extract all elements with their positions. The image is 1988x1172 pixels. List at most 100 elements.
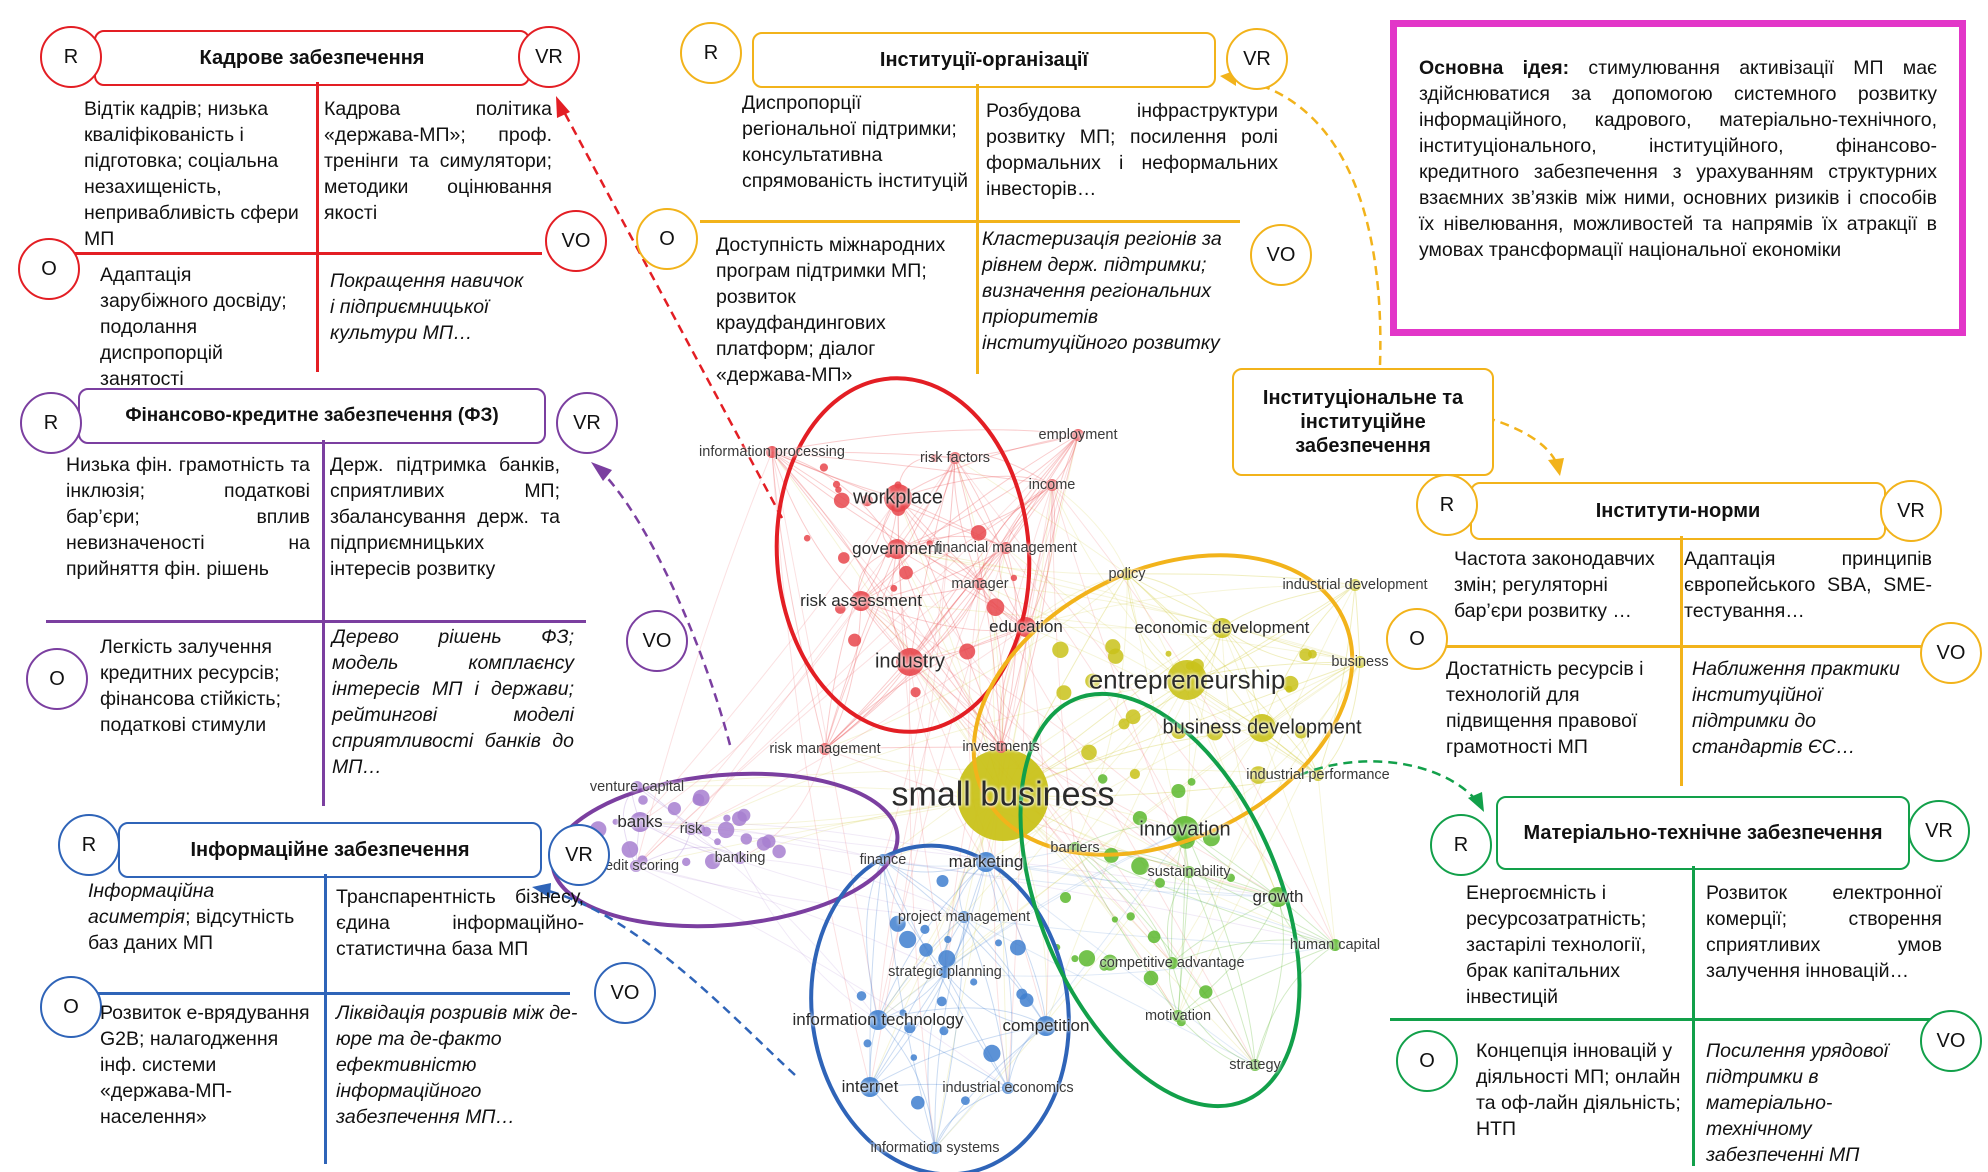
network-edge (934, 727, 1263, 1149)
network-edge (771, 429, 1079, 453)
personnel-r-circle: R (40, 26, 102, 88)
network-node (930, 454, 939, 462)
network-edge (635, 794, 1004, 867)
network-edge (636, 786, 741, 859)
network-edge (927, 971, 946, 1149)
network-edge (771, 451, 956, 459)
keyword-label: employment (1038, 427, 1118, 443)
norms-divider-h (1436, 645, 1944, 648)
norms-r-circle: R (1416, 474, 1478, 536)
yellow-dashed-arrow-top (1231, 76, 1382, 366)
network-edge (882, 859, 965, 918)
network-node (1010, 939, 1026, 956)
norms-vr-circle: VR (1880, 480, 1942, 542)
keyword-node (1183, 866, 1195, 878)
network-edge (979, 583, 1004, 748)
network-node (848, 633, 862, 647)
keyword-node (630, 812, 650, 832)
network-edge (639, 821, 987, 863)
network-edge (1025, 434, 1079, 628)
network-edge (1025, 626, 1223, 629)
network-edge (1074, 847, 1173, 964)
network-edge (1177, 944, 1336, 1017)
network-edge (897, 475, 1053, 499)
network-edge (1051, 484, 1076, 849)
network-node (1016, 988, 1028, 1000)
finance-vr-circle: VR (556, 392, 618, 454)
network-node (1108, 648, 1124, 664)
network-node (838, 552, 850, 564)
keyword-node (887, 539, 907, 559)
network-edge (869, 1025, 1047, 1088)
network-edge (979, 583, 1361, 663)
network-edge (1188, 871, 1336, 946)
keyword-node (1354, 656, 1366, 668)
network-node (899, 1009, 907, 1017)
network-edge (1254, 896, 1284, 1066)
finance-title-box: Фінансово-кредитне забезпечення (ФЗ) (78, 388, 546, 444)
keyword-label: competitive advantage (1099, 955, 1245, 971)
material-vr-circle: VR (1908, 800, 1970, 862)
keyword-node (958, 911, 970, 923)
keyword-node (819, 743, 831, 755)
network-edge (1005, 547, 1319, 776)
network-edge (896, 548, 1361, 663)
yellow-arrowhead-right (1548, 458, 1564, 476)
network-node (819, 463, 829, 472)
network-edge (1177, 871, 1190, 1017)
network-edge (999, 626, 1027, 748)
network-edge (860, 583, 981, 602)
network-edge (771, 451, 911, 663)
keyword-label: industry (874, 650, 946, 673)
network-node (1155, 877, 1165, 888)
inst-org-vo-circle: VO (1250, 224, 1312, 286)
keyword-node (939, 966, 951, 978)
network-node (889, 915, 906, 932)
network-edge (824, 547, 1007, 750)
norms-title-box: Інститути-норми (1470, 482, 1886, 540)
network-edge (934, 861, 987, 1149)
network-node (1071, 955, 1079, 963)
keyword-label: investments (962, 739, 1040, 755)
network-edge (1221, 627, 1319, 776)
keyword-label: credit scoring (592, 858, 680, 874)
network-edge (639, 794, 1004, 826)
network-edge (771, 451, 898, 550)
inst-org-divider-h (700, 220, 1240, 223)
keyword-node (766, 446, 778, 458)
network-edge (944, 971, 1009, 1089)
network-edge (908, 661, 936, 1149)
network-node (1187, 778, 1196, 786)
info-risks-italic: Інформаційна асиметрія (88, 880, 215, 928)
network-edge (979, 583, 1256, 1066)
network-edge (690, 626, 1027, 830)
network-edge (985, 861, 1013, 1089)
network-edge (771, 451, 826, 750)
network-edge (869, 457, 956, 1088)
norms-opps: Достатність ресурсів і технологій для пі… (1446, 658, 1644, 758)
network-node (899, 930, 917, 949)
network-edge (953, 457, 981, 585)
keyword-label: industrial economics (942, 1080, 1074, 1096)
network-edge (1184, 829, 1256, 1066)
network-node (1143, 970, 1159, 986)
network-edge (1261, 584, 1356, 729)
keyword-node (1172, 1010, 1184, 1022)
keyword-node (1312, 769, 1324, 781)
network-edge (963, 916, 1256, 1066)
network-edge (944, 944, 1336, 977)
network-edge (934, 916, 965, 1149)
personnel-divider-v (316, 82, 319, 372)
network-node (1111, 916, 1118, 923)
network-node (970, 978, 978, 986)
network-edge (739, 857, 879, 1021)
network-edge (635, 846, 741, 867)
network-node (1239, 625, 1247, 633)
yellow-dashed-arrow-right (1397, 398, 1558, 463)
network-node (1308, 649, 1317, 659)
network-edge (869, 1083, 1009, 1089)
network-edge (1177, 829, 1186, 1017)
main-idea-box: Основна ідея: стимулювання активізації М… (1390, 20, 1966, 336)
finance-divider-v (322, 440, 325, 806)
network-node (959, 643, 976, 660)
